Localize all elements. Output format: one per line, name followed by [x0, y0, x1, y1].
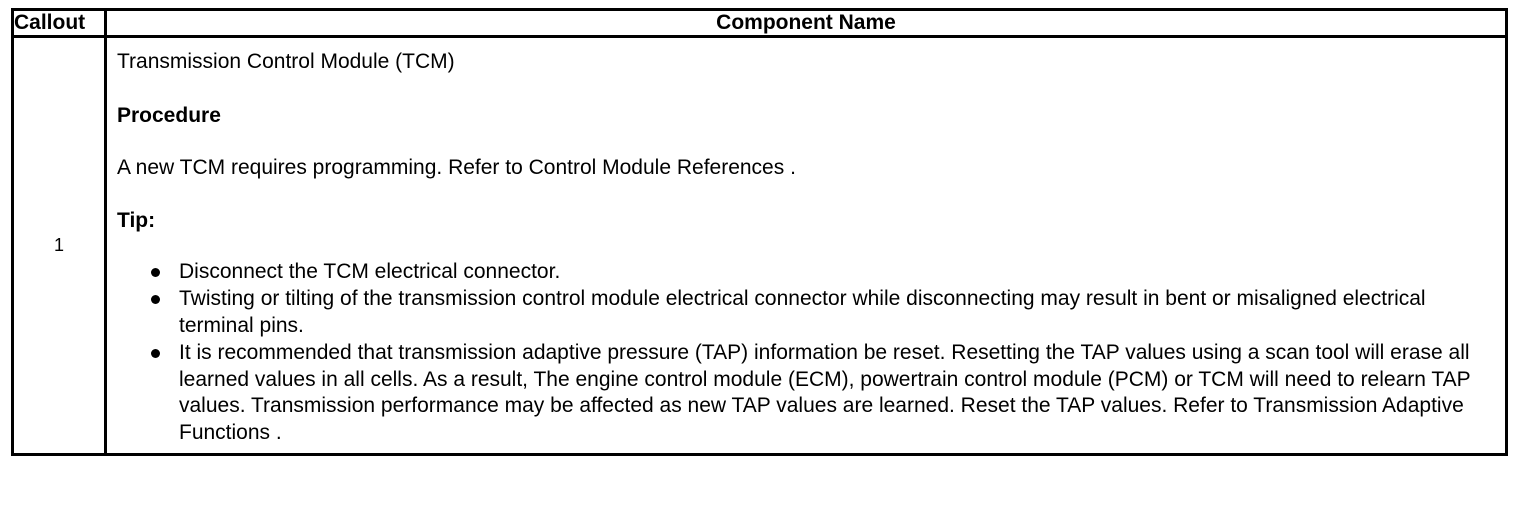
table-row: 1 Transmission Control Module (TCM) Proc… [11, 34, 1508, 457]
list-item-text: It is recommended that transmission adap… [179, 341, 1471, 444]
list-item: It is recommended that transmission adap… [147, 340, 1495, 446]
tip-heading: Tip: [117, 208, 156, 232]
table-header: Callout Component Name [11, 8, 1508, 38]
table-body: 1 Transmission Control Module (TCM) Proc… [11, 34, 1508, 457]
bullet-icon [151, 349, 160, 359]
table-header-row: Callout Component Name [11, 8, 1508, 38]
tip-list: Disconnect the TCM electrical connector.… [117, 259, 1495, 446]
spacer-after-procedure-heading [117, 128, 1495, 156]
list-item: Disconnect the TCM electrical connector. [147, 259, 1495, 285]
spacer-after-title [117, 74, 1495, 104]
component-title: Transmission Control Module (TCM) [117, 49, 455, 73]
document-page: Callout Component Name 1 Transmission Co… [0, 8, 1520, 512]
component-body: Transmission Control Module (TCM) Proced… [107, 38, 1505, 454]
spacer-after-procedure-text [117, 181, 1495, 209]
procedure-heading: Procedure [117, 103, 221, 127]
column-header-component-name: Component Name [104, 8, 1508, 38]
bullet-icon [151, 295, 160, 305]
column-header-callout: Callout [11, 8, 107, 38]
list-item-text: Twisting or tilting of the transmission … [179, 287, 1426, 337]
bullet-icon [151, 267, 160, 277]
cell-component-details: Transmission Control Module (TCM) Proced… [104, 34, 1508, 457]
spacer-after-tip-heading [117, 233, 1495, 259]
cell-callout-number: 1 [11, 34, 107, 457]
list-item-text: Disconnect the TCM electrical connector. [179, 259, 561, 283]
component-table: Callout Component Name 1 Transmission Co… [11, 8, 1508, 457]
list-item: Twisting or tilting of the transmission … [147, 286, 1495, 339]
procedure-text: A new TCM requires programming. Refer to… [117, 156, 796, 180]
